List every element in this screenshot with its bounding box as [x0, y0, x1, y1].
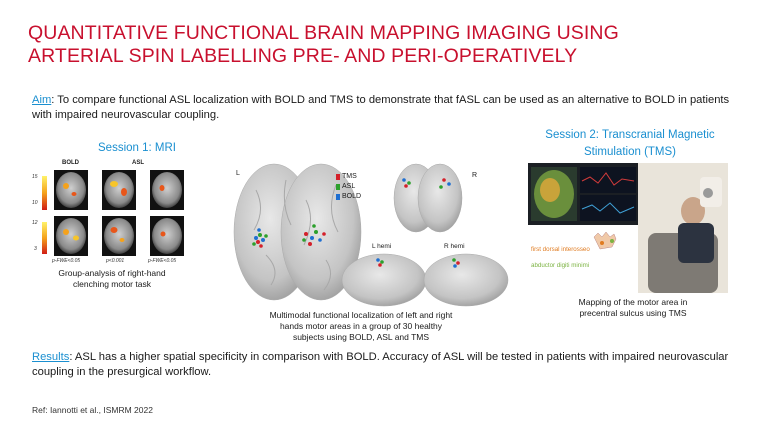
p-value-1: p-FWE<0.05: [52, 258, 81, 264]
colorbar-bottom: [42, 222, 47, 254]
results-paragraph: Results: ASL has a higher spatial specif…: [32, 350, 742, 380]
p-value-3: p-FWE<0.05: [148, 258, 177, 264]
session2-title-line-1: Session 2: Transcranial Magnetic: [545, 129, 715, 141]
session2-caption-line-2: precentral sulcus using TMS: [579, 308, 687, 318]
session2-caption: Mapping of the motor area in precentral …: [548, 297, 718, 319]
results-label: Results: [32, 351, 70, 363]
colorbar-top: [42, 176, 47, 210]
tms-photo: [528, 163, 728, 293]
legend-bold: BOLD: [342, 193, 362, 200]
session1-caption-line-2: clenching motor task: [73, 279, 151, 289]
brain-left-label: L: [236, 170, 240, 177]
multimodal-brain-figure: [233, 163, 509, 307]
r-hemi-label: R hemi: [444, 243, 465, 250]
session2-caption-line-1: Mapping of the motor area in: [578, 297, 688, 307]
col-asl-label: ASL: [132, 160, 144, 166]
center-caption-line-3: subjects using BOLD, ASL and TMS: [292, 332, 430, 342]
left-hand-dots: [252, 228, 268, 248]
legend-tms: TMS: [342, 173, 357, 180]
poster-title: QUANTITATIVE FUNCTIONAL BRAIN MAPPING IM…: [28, 22, 748, 68]
session2-title-line-2: Stimulation (TMS): [583, 146, 677, 158]
legend-asl: ASL: [342, 183, 356, 190]
modality-legend: TMS ASL BOLD: [342, 172, 361, 202]
scale-mid-label: 10: [32, 200, 38, 206]
l-hemi-label: L hemi: [372, 243, 392, 250]
reference: Ref: Iannotti et al., ISMRM 2022: [32, 405, 153, 415]
mri-brain-grid: [50, 168, 190, 258]
mri-figure: BOLD ASL 15 10 12 3 p-FWE<0.05 p: [30, 160, 190, 265]
aim-paragraph: Aim: To compare functional ASL localizat…: [32, 93, 742, 123]
results-text: : ASL has a higher spatial specificity i…: [32, 351, 729, 378]
session1-caption: Group-analysis of right-hand clenching m…: [28, 268, 196, 290]
muscle-label-2: abductor digiti minimi: [531, 262, 590, 269]
session2-title: Session 2: Transcranial Magnetic Stimula…: [530, 127, 730, 161]
col-bold-label: BOLD: [62, 160, 79, 166]
brain-right-label: R: [472, 172, 478, 179]
p-value-2: p<0.001: [106, 258, 125, 264]
aim-label: Aim: [32, 94, 52, 106]
scale-top-label: 15: [32, 174, 38, 180]
center-caption-line-1: Multimodal functional localization of le…: [269, 310, 453, 320]
right-hand-dots: [302, 224, 326, 246]
session1-caption-line-1: Group-analysis of right-hand: [58, 268, 166, 278]
center-caption-line-2: hands motor areas in a group of 30 healt…: [279, 321, 443, 331]
scale2-bottom-label: 3: [34, 246, 37, 252]
aim-text: : To compare functional ASL localization…: [32, 94, 730, 121]
session1-title: Session 1: MRI: [98, 142, 176, 154]
scale2-top-label: 12: [32, 220, 38, 226]
center-caption: Multimodal functional localization of le…: [246, 310, 476, 343]
title-line-1: QUANTITATIVE FUNCTIONAL BRAIN MAPPING IM…: [28, 22, 619, 44]
muscle-label-1: first dorsal interosseo: [531, 246, 590, 253]
title-line-2: ARTERIAL SPIN LABELLING PRE- AND PERI-OP…: [28, 45, 578, 67]
